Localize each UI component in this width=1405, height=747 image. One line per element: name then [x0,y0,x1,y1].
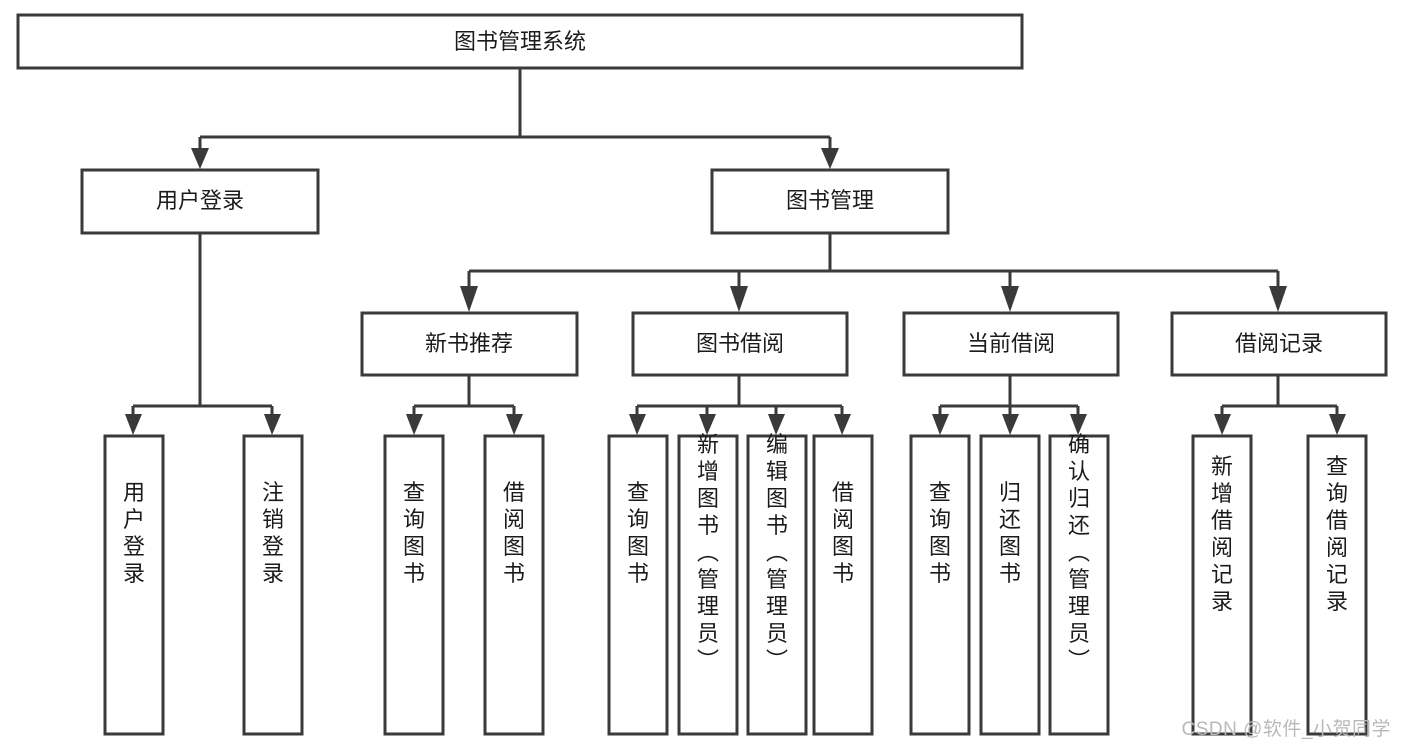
arrow-current-to-leaf-11 [1070,414,1087,435]
node-leaf-11-label: 确认归还︵管理员︶ [1068,432,1090,673]
node-borrow-box[interactable] [631,311,849,377]
node-leaf-1-label: 用户登录 [123,480,145,586]
arrow-records-to-leaf-13 [1329,414,1346,435]
node-records[interactable]: 借阅记录 [1170,311,1388,377]
node-bookmgmt-box[interactable] [710,168,950,235]
node-root[interactable]: 图书管理系统 [16,13,1024,70]
node-records-label: 借阅记录 [1235,331,1323,356]
node-leaf-13[interactable]: 查询借阅记录 [1306,434,1368,736]
node-leaf-12[interactable]: 新增借阅记录 [1191,434,1253,736]
node-leaf-5-box[interactable] [607,434,669,736]
node-bookmgmt-label: 图书管理 [786,188,874,213]
arrow-newbook-to-leaf-4 [506,414,523,435]
node-leaf-2-box[interactable] [242,434,304,736]
node-newbook-box[interactable] [360,311,579,377]
node-leaf-5-label: 查询图书 [627,480,649,586]
node-leaf-13-box[interactable] [1306,434,1368,736]
node-leaf-4[interactable]: 借阅图书 [483,434,545,736]
node-leaf-12-label: 新增借阅记录 [1211,454,1233,614]
node-leaf-10-box[interactable] [979,434,1041,736]
node-leaf-4-box[interactable] [483,434,545,736]
node-leaf-2-label: 注销登录 [262,480,284,586]
node-leaf-9-label: 查询图书 [929,480,951,586]
node-leaf-12-box[interactable] [1191,434,1253,736]
node-leaf-8-label: 借阅图书 [832,480,854,586]
node-borrow[interactable]: 图书借阅 [631,311,849,377]
node-root-label: 图书管理系统 [454,29,586,54]
node-leaf-7-label: 编辑图书︵管理员︶ [766,432,788,673]
arrow-current-to-leaf-10 [1002,414,1019,435]
node-login[interactable]: 用户登录 [80,168,320,235]
arrow-bookmgmt-to-newbook [460,286,478,312]
csdn-watermark: CSDN @软件_小贺同学 [1181,719,1391,740]
node-leaf-1-box[interactable] [103,434,165,736]
node-leaf-3[interactable]: 查询图书 [383,434,445,736]
arrow-bookmgmt-to-borrow [730,286,748,312]
node-leaf-10-label: 归还图书 [999,480,1021,586]
arrow-records-to-leaf-12 [1214,414,1231,435]
arrow-borrow-to-leaf-8 [834,414,851,435]
node-leaf-11[interactable]: 确认归还︵管理员︶ [1048,432,1110,736]
node-leaf-9[interactable]: 查询图书 [909,434,971,736]
node-bookmgmt[interactable]: 图书管理 [710,168,950,235]
node-leaf-7[interactable]: 编辑图书︵管理员︶ [746,432,808,736]
arrow-bookmgmt-to-current [1001,286,1019,312]
arrow-current-to-leaf-9 [932,414,949,435]
node-leaf-1[interactable]: 用户登录 [103,434,165,736]
node-leaf-3-box[interactable] [383,434,445,736]
node-leaf-4-label: 借阅图书 [503,480,525,586]
arrow-login-to-leaf-1 [125,414,142,435]
node-leaf-8[interactable]: 借阅图书 [812,434,874,736]
node-leaf-6-label: 新增图书︵管理员︶ [697,432,719,673]
node-leaf-7-box[interactable] [746,434,808,736]
node-leaf-5[interactable]: 查询图书 [607,434,669,736]
node-login-box[interactable] [80,168,320,235]
connector-layer [125,68,1346,435]
node-leaf-10[interactable]: 归还图书 [979,434,1041,736]
arrow-bookmgmt-to-records [1269,286,1287,312]
arrow-root-to-login [191,148,209,169]
node-login-label: 用户登录 [156,188,244,213]
arrow-borrow-to-leaf-5 [629,414,646,435]
node-leaf-9-box[interactable] [909,434,971,736]
node-current[interactable]: 当前借阅 [902,311,1120,377]
node-leaf-11-box[interactable] [1048,434,1110,736]
node-current-label: 当前借阅 [967,331,1055,356]
arrow-borrow-to-leaf-7 [768,414,785,435]
node-newbook[interactable]: 新书推荐 [360,311,579,377]
node-newbook-label: 新书推荐 [425,331,513,356]
node-leaf-2[interactable]: 注销登录 [242,434,304,736]
node-current-box[interactable] [902,311,1120,377]
node-borrow-label: 图书借阅 [696,331,784,356]
node-root-box[interactable] [16,13,1024,70]
arrow-root-to-bookmgmt [821,148,839,169]
node-records-box[interactable] [1170,311,1388,377]
node-leaf-8-box[interactable] [812,434,874,736]
node-leaf-6[interactable]: 新增图书︵管理员︶ [677,432,739,736]
arrow-borrow-to-leaf-6 [699,414,716,435]
node-leaf-13-label: 查询借阅记录 [1326,454,1348,614]
node-leaf-6-box[interactable] [677,434,739,736]
arrow-newbook-to-leaf-3 [406,414,423,435]
node-leaf-3-label: 查询图书 [403,480,425,586]
arrow-login-to-leaf-2 [264,414,281,435]
